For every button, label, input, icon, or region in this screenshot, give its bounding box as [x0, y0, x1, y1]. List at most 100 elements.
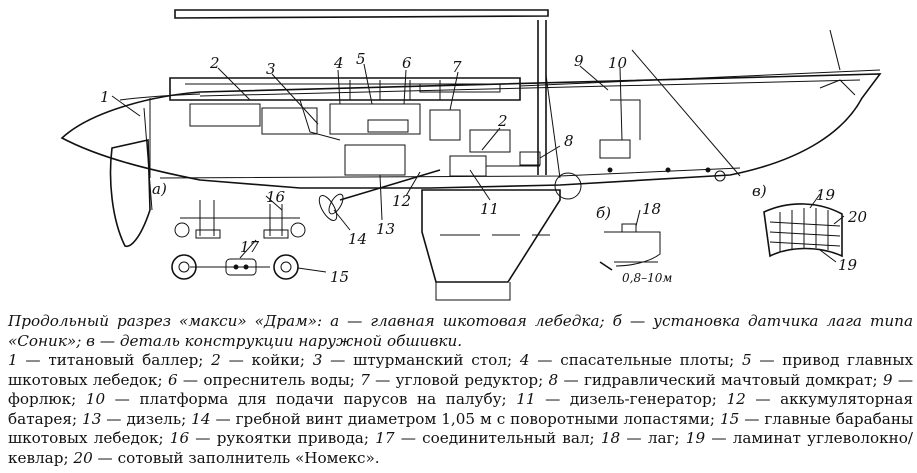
- legend-item-number: 19: [685, 429, 706, 447]
- legend-item-number: 4: [519, 351, 530, 369]
- legend-item: 18 — лаг;: [600, 429, 680, 447]
- legend-item: 10 — платформа для подачи парусов на пал…: [85, 390, 507, 408]
- legend-item: 9 — форлюк;: [8, 370, 914, 409]
- label-19-top: 19: [816, 186, 836, 204]
- propeller: [318, 169, 441, 221]
- legend-item: 17 — соединительный вал;: [375, 429, 595, 447]
- legend-item-text: штурманский стол;: [353, 351, 513, 369]
- label-20: 20: [847, 208, 868, 226]
- legend-item-number: 14: [191, 409, 211, 428]
- legend-item-text: привод главных шкотовых лебедок;: [8, 351, 914, 389]
- legend-item-text: койки;: [251, 351, 306, 369]
- legend-item: 7 — угловой редуктор;: [360, 370, 544, 389]
- legend-item-number: 13: [82, 409, 102, 428]
- legend-item: 4 — спасательные плоты;: [519, 351, 735, 369]
- legend-item-text: опреснитель воды;: [203, 370, 355, 389]
- legend-item-text: гидравлический мачтовый домкрат;: [583, 370, 878, 389]
- mast: [174, 9, 841, 179]
- legend-item-number: 5: [741, 351, 752, 369]
- legend-item: 16 — рукоятки привода;: [169, 429, 369, 447]
- label-5: 5: [356, 50, 366, 68]
- label-7: 7: [452, 58, 462, 76]
- label-19-bottom: 19: [838, 256, 858, 274]
- inset-b-label: б): [596, 204, 611, 222]
- label-2-berth-fwd: 2: [497, 112, 508, 130]
- label-3: 3: [266, 60, 276, 78]
- legend-item: 8 — гидравлический мачтовый домкрат;: [548, 370, 878, 389]
- legend-item-number: 20: [73, 448, 93, 467]
- inset-b-log: [599, 223, 661, 271]
- label-11: 11: [480, 200, 499, 218]
- label-9: 9: [574, 52, 584, 70]
- label-16: 16: [266, 188, 286, 206]
- legend-item-text: угловой редуктор;: [395, 370, 544, 389]
- inset-c-label: в): [752, 182, 767, 200]
- yacht-section-drawing: 1 2 3 4 5 6 7 2 8 9 10 11 12 13 14 15 16…: [60, 9, 882, 301]
- label-1: 1: [100, 88, 110, 106]
- legend-item-number: 17: [375, 429, 395, 447]
- legend-item: 14 — гребной винт диаметром 1,05 м с пов…: [191, 409, 715, 428]
- label-4: 4: [333, 54, 344, 72]
- caption-title: Продольный разрез «макси» «Драм»: а — гл…: [8, 312, 913, 350]
- label-10: 10: [608, 54, 628, 72]
- legend-item-text: сотовый заполнитель «Номекс».: [117, 448, 380, 467]
- lag-dimension-label: 0,8–10м: [622, 271, 672, 285]
- legend-item: 12 — аккумуляторная батарея;: [8, 390, 914, 428]
- legend-item-number: 15: [719, 409, 740, 428]
- legend-item-text: лаг;: [647, 429, 680, 447]
- legend-item: 13 — дизель;: [82, 409, 187, 428]
- legend-item: 19 — ламинат углеволокно/кевлар;: [8, 429, 914, 467]
- legend-item-text: спасательные плоты;: [560, 351, 735, 369]
- label-8: 8: [564, 132, 574, 150]
- legend-item-number: 2: [211, 351, 221, 369]
- rudder: [109, 107, 153, 248]
- legend-item-text: аккумуляторная батарея;: [8, 390, 914, 428]
- leader-lines: [111, 63, 845, 273]
- inset-a-label: а): [152, 180, 167, 198]
- label-13: 13: [376, 220, 395, 238]
- legend-item-text: титановый баллер;: [48, 351, 204, 369]
- label-18: 18: [642, 200, 661, 218]
- legend-item-number: 10: [85, 390, 106, 408]
- legend-item: 6 — опреснитель воды;: [167, 370, 355, 389]
- legend-item-number: 6: [167, 370, 178, 389]
- label-2-berth-aft: 2: [209, 54, 220, 72]
- legend-item: 3 — штурманский стол;: [312, 351, 513, 369]
- legend-item-number: 12: [726, 390, 746, 408]
- legend-item-text: дизель-генератор;: [569, 390, 717, 408]
- legend-item-number: 8: [548, 370, 559, 389]
- legend-item-text: рукоятки привода;: [216, 429, 369, 447]
- legend-item-text: гребной винт диаметром 1,05 м с поворотн…: [235, 409, 715, 428]
- legend-item-number: 3: [312, 351, 323, 369]
- figure-caption: Продольный разрез «макси» «Драм»: а — гл…: [8, 312, 913, 468]
- legend-item-number: 16: [169, 429, 190, 447]
- legend-item: 1 — титановый баллер;: [8, 351, 204, 369]
- legend-item-number: 1: [8, 351, 18, 369]
- deck-line: [169, 69, 881, 101]
- legend-item: 15 — главные барабаны шкотовых лебедок;: [8, 409, 914, 448]
- label-12: 12: [392, 192, 411, 210]
- legend-item: 11 — дизель-генератор;: [516, 390, 717, 408]
- legend-item-text: платформа для подачи парусов на палубу;: [139, 390, 507, 408]
- legend-item-number: 9: [882, 370, 893, 389]
- hull: [60, 73, 882, 189]
- legend-item-text: ламинат углеволокно/кевлар;: [8, 429, 914, 467]
- label-14: 14: [348, 230, 367, 248]
- legend-item-number: 7: [360, 370, 370, 389]
- label-6: 6: [402, 54, 412, 72]
- legend-item: 5 — привод главных шкотовых лебедок;: [8, 351, 914, 389]
- legend-item-text: форлюк;: [8, 390, 77, 408]
- label-15: 15: [330, 268, 349, 286]
- legend-item-text: главные барабаны шкотовых лебедок;: [8, 409, 914, 448]
- legend-item: 20 — сотовый заполнитель «Номекс».: [73, 448, 380, 467]
- legend-item-text: соединительный вал;: [422, 429, 595, 447]
- inset-a-winch: [171, 200, 306, 280]
- caption-legend: 1 — титановый баллер; 2 — койки; 3 — шту…: [8, 351, 913, 468]
- legend-item-number: 18: [600, 429, 621, 447]
- inset-c-skin: [763, 203, 843, 258]
- legend-item-text: дизель;: [126, 409, 187, 428]
- legend-item: 2 — койки;: [211, 351, 306, 369]
- label-17: 17: [240, 238, 260, 256]
- legend-item-number: 11: [516, 390, 536, 408]
- interior-details: [189, 80, 726, 200]
